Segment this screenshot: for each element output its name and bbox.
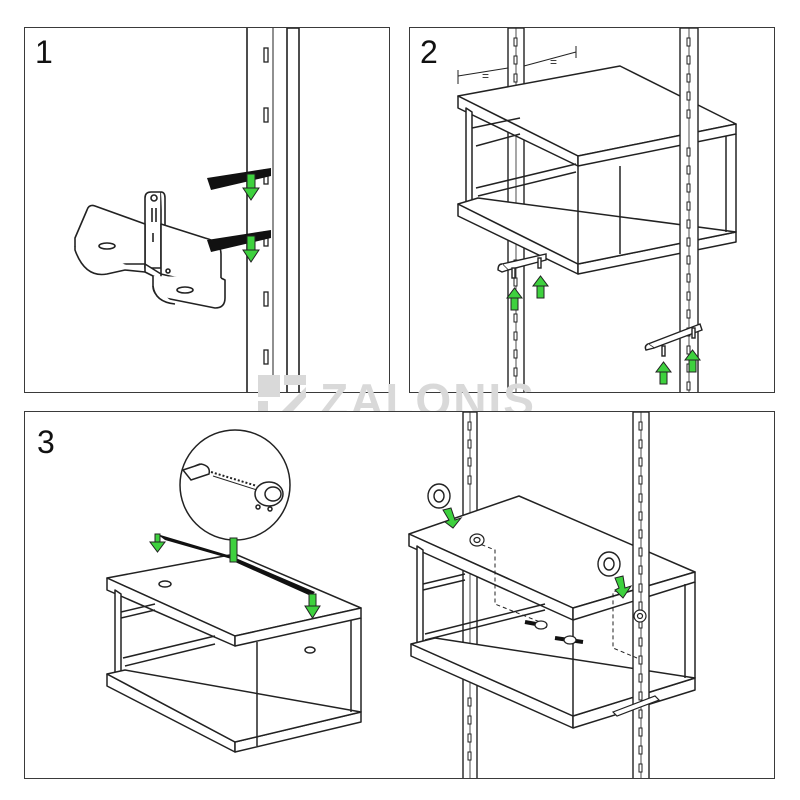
down-arrow-icon	[442, 507, 463, 529]
dashed-guides	[474, 541, 638, 659]
spacing-dimension	[457, 46, 577, 84]
spacing-label-left: =	[482, 69, 489, 83]
magnifier-detail	[179, 429, 291, 541]
spacing-label-right: =	[550, 55, 557, 69]
bolt-left	[524, 620, 548, 630]
step-1-illustration	[74, 28, 300, 392]
rail-slots-right-scene	[638, 421, 643, 773]
right-rail-right-scene	[632, 412, 650, 778]
alignment-bar	[149, 533, 321, 619]
cam-nut-right	[633, 609, 647, 623]
step-3-number: 3	[37, 424, 55, 460]
cam-nut-left	[469, 533, 485, 547]
wall-rail	[246, 28, 300, 392]
left-rail-right-scene	[462, 412, 478, 778]
insert-arrow-bottom	[207, 230, 271, 263]
insert-arrow-top	[207, 168, 271, 201]
up-arrow-icon	[506, 287, 523, 311]
shelf-box-right	[408, 495, 696, 729]
step-2-illustration: = =	[457, 28, 737, 392]
down-arrow-icon	[149, 541, 166, 553]
down-arrow-icon	[304, 605, 321, 619]
step-3-panel: 3	[24, 411, 775, 779]
wall-bracket	[74, 191, 226, 309]
step-3-illustration	[106, 412, 696, 778]
step-2-panel: 2	[409, 27, 775, 393]
washer-right	[597, 551, 621, 577]
up-arrow-icon	[532, 275, 549, 299]
right-bracket	[644, 323, 703, 357]
washer-left	[427, 483, 451, 509]
down-arrow-icon	[242, 187, 260, 201]
down-arrow-icon	[614, 575, 633, 599]
up-arrow-icon	[684, 349, 701, 373]
step-1-number: 1	[35, 34, 53, 70]
left-bracket	[497, 253, 547, 279]
rail-slots-left-scene	[467, 421, 472, 761]
step-2-number: 2	[420, 34, 438, 70]
down-arrow-icon	[242, 249, 260, 263]
bottom-bracket	[611, 695, 661, 717]
bolt-right	[554, 635, 584, 645]
up-arrow-icon	[655, 361, 672, 385]
shelf-box-left	[106, 553, 362, 753]
step-1-panel: 1	[24, 27, 390, 393]
